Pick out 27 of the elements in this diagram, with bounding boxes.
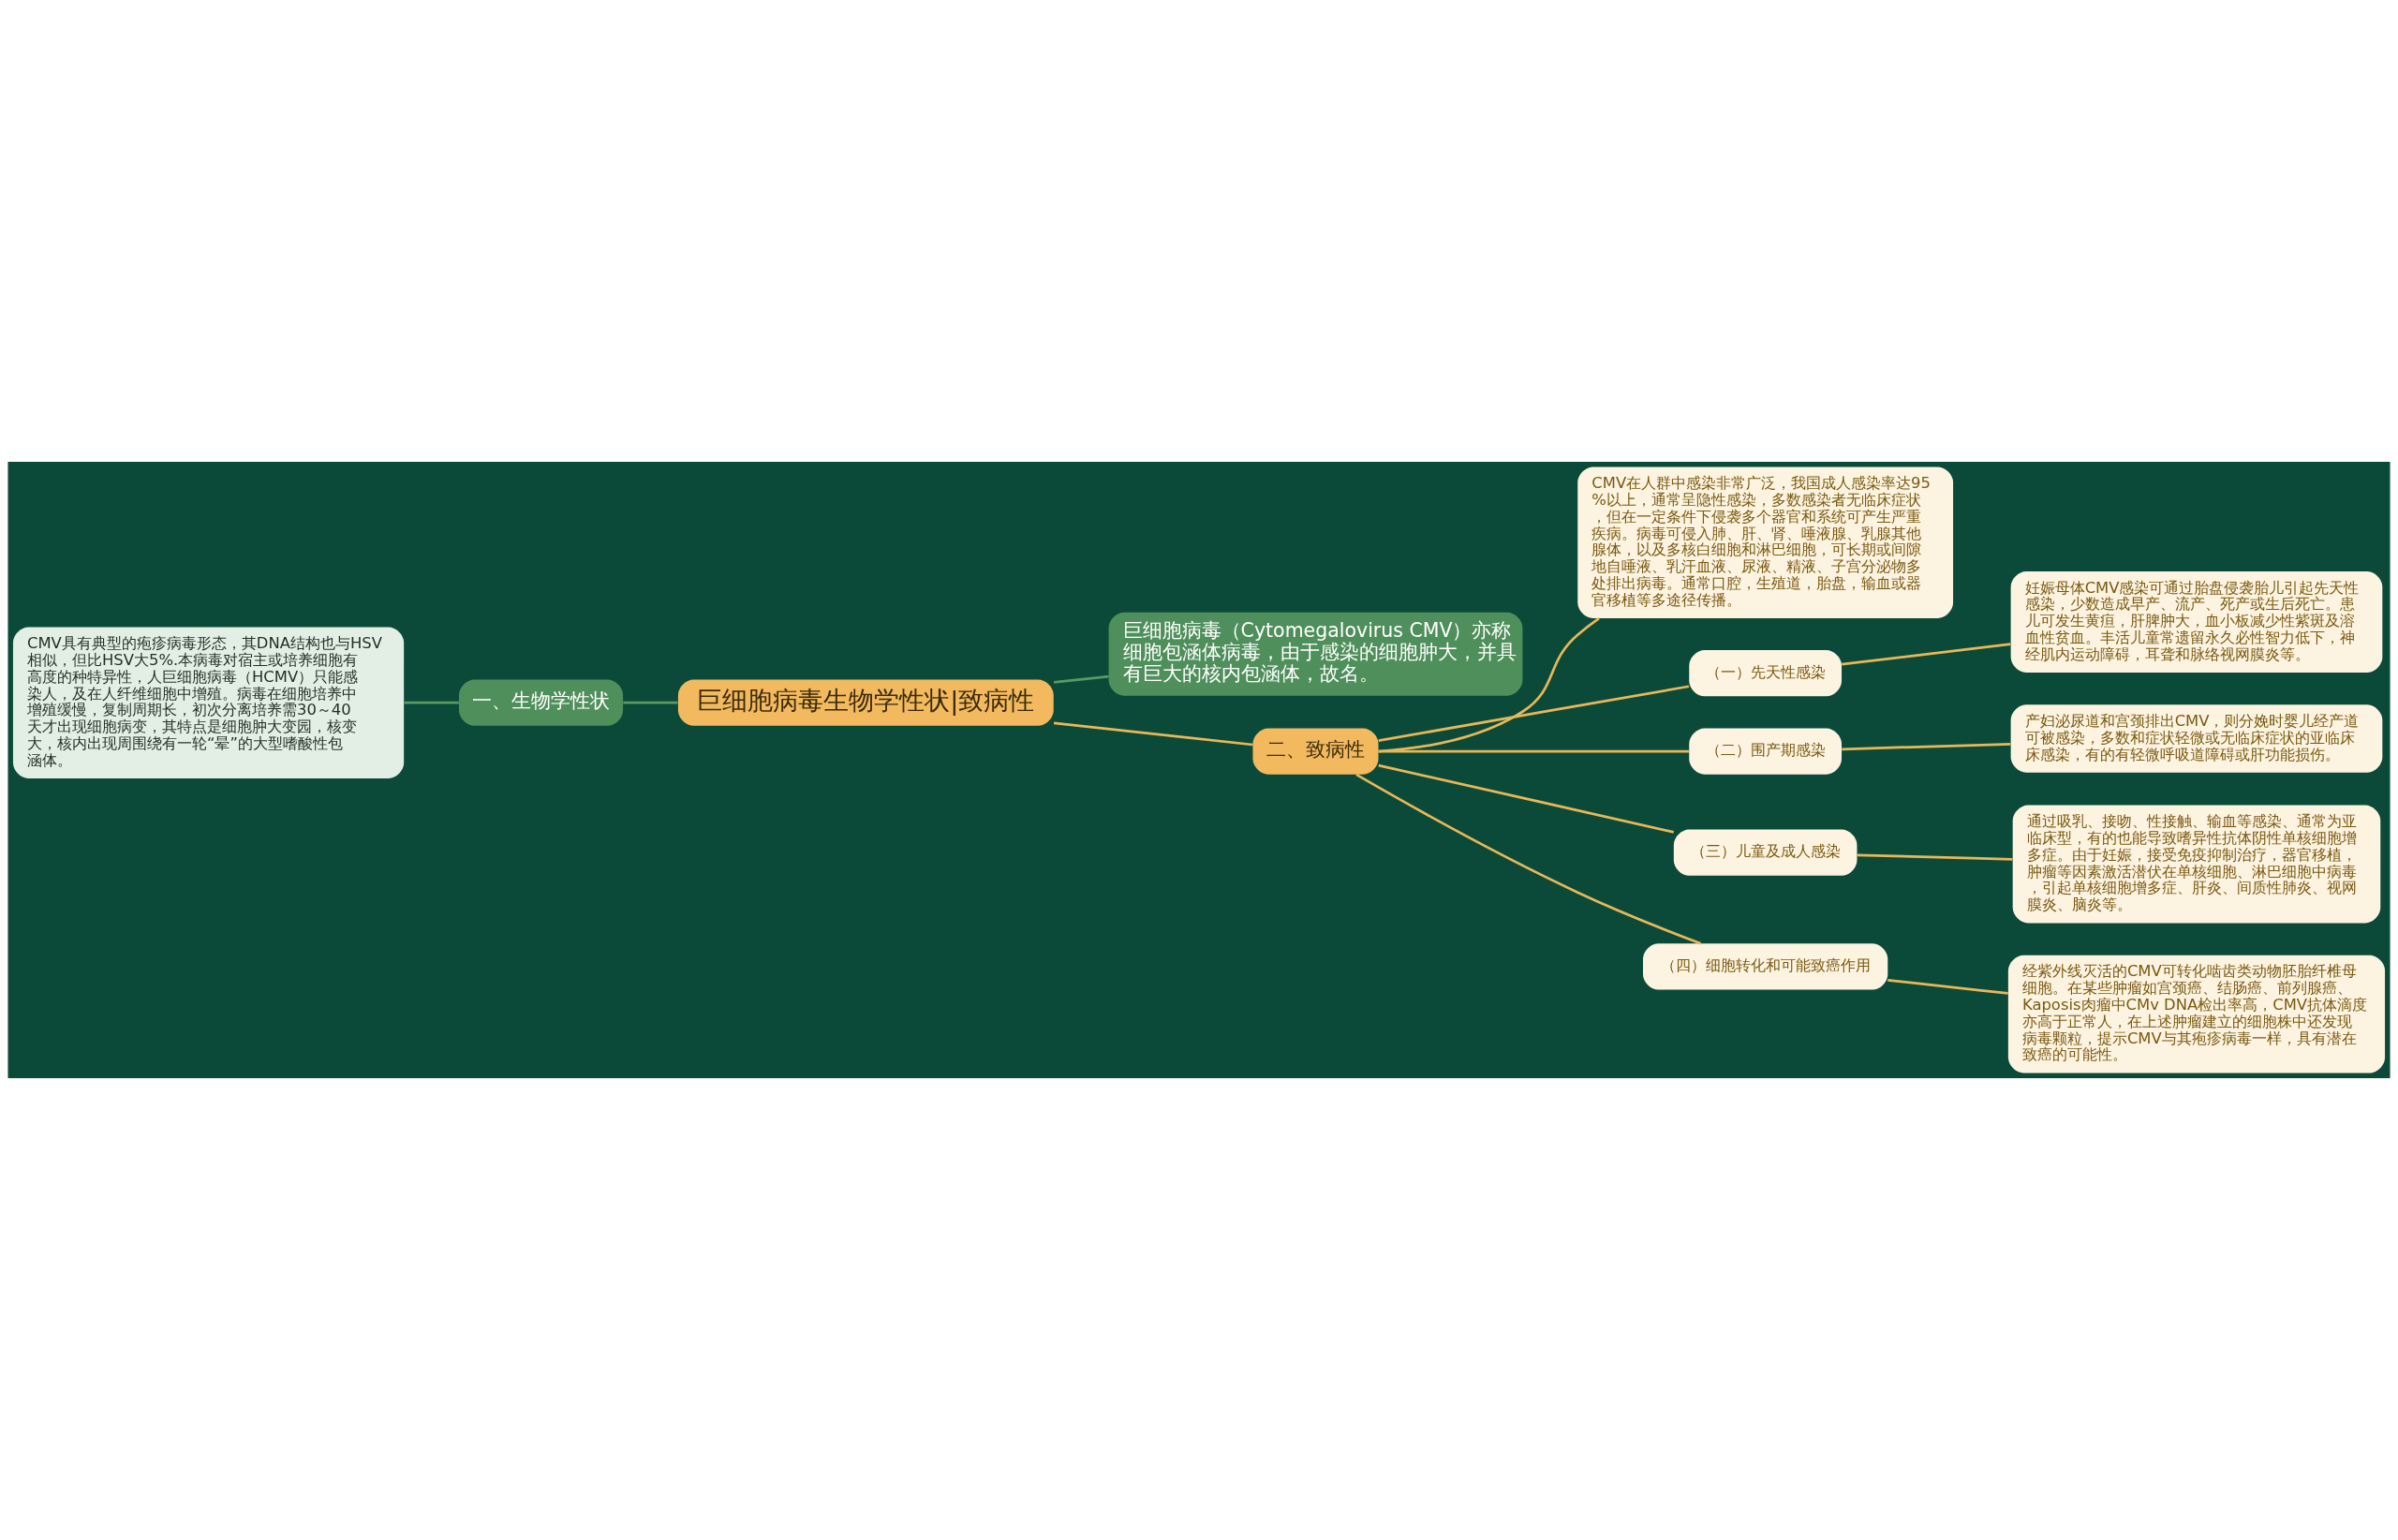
node-box: （三）儿童及成人感染 [1673,829,1858,876]
node-box: CMV具有典型的疱疹病毒形态，其DNA结构也与HSV相似，但比HSV大5%.本病毒对宿主或培养细胞有高度的种特异性，人巨细胞病毒（HCMV）只能感染人，及在人纤维细胞中增殖。病毒在细胞培养中增殖缓慢，复制周期长，初次分离培养需30～40天才出现细胞病变，其特点是细胞肿大变园，核变大，核内出现周围绕有一轮“晕”的大型嗜酸性包涵体。 [12,627,405,778]
connector [1355,773,1702,945]
node-box: 巨细胞病毒生物学性状|致病性 [677,679,1054,726]
node-box: （二）围产期感染 [1689,728,1843,775]
node-box: 产妇泌尿道和宫颈排出CMV，则分娩时婴儿经产道可被感染，多数和症状轻微或无临床症状的亚临床床感染，有的有轻微呼吸道障碍或肝功能损伤。 [2010,704,2383,773]
connector [623,701,678,704]
node-box: 经紫外线灭活的CMV可转化啮齿类动物胚胎纤椎母细胞。在某些肿瘤如宫颈癌、结肠癌、前列腺癌、Kaposis肉瘤中CMv DNA检出率高，CMV抗体滴度亦高于正常人，在上述肿瘤建立的细胞株中还发现病毒颗粒，提示CMV与其疱疹病毒一样，具有潜在致癌的可能性。 [2007,955,2386,1074]
node-box: 妊娠母体CMV感染可通过胎盘侵袭胎儿引起先天性感染，少数造成早产、流产、死产或生后死亡。患儿可发生黄疸，肝脾肿大，血小板减少性紫斑及溶血性贫血。丰活儿童常遗留永久必性智力低下，神经肌内运动障碍，耳聋和脉络视网膜炎等。 [2010,570,2383,674]
node-box: 通过吸乳、接吻、性接触、输血等感染、通常为亚临床型，有的也能导致嗜异性抗体阴性单核细胞增多症。由于妊娠，接受免疫抑制治疗，器官移植，肿瘤等因素激活潜伏在单核细胞、淋巴细胞中病毒，引起单核细胞增多症、肝炎、间质性肺炎、视网膜炎、脑炎等。 [2012,805,2381,924]
connector [1053,721,1253,747]
connector [1378,685,1690,742]
connector [1053,674,1109,684]
connector [1378,749,1689,753]
connector [1887,978,2008,995]
connector [1378,617,1600,753]
node-box: 一、生物学性状 [459,679,624,726]
node-box: （一）先天性感染 [1689,650,1843,697]
node-box: 二、致病性 [1252,728,1379,775]
connector [404,701,459,704]
connector [1857,853,2013,861]
connector [1378,763,1674,834]
node-box: CMV在人群中感染非常广泛，我国成人感染率达95%以上，通常呈隐性感染，多数感染者无临床症状，但在一定条件下侵袭多个器官和系统可产生严重疾病。病毒可侵入肺、肝、肾、唾液腺、乳腺其他腺体，以及多核白细胞和淋巴细胞，可长期或间隙地自唾液、乳汗血液、尿液、精液、子宫分泌物多处排出病毒。通常口腔，生殖道，胎盘，输血或器官移植等多途径传播。 [1577,466,1954,618]
connector [1842,743,2011,751]
node-box: 巨细胞病毒（Cytomegalovirus CMV）亦称细胞包涵体病毒，由于感染的细胞肿大，并具有巨大的核内包涵体，故名。 [1108,612,1523,696]
node-box: （四）细胞转化和可能致癌作用 [1643,943,1888,990]
connector [1842,643,2011,666]
